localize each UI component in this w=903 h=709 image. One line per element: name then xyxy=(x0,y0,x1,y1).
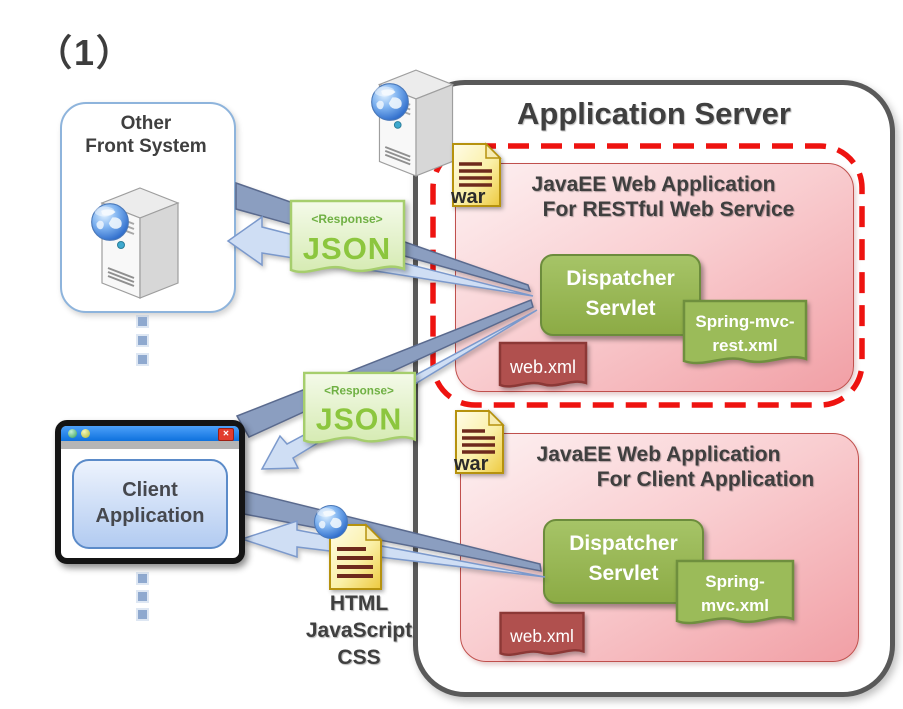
server-icon xyxy=(100,187,180,299)
dispatcher-label-line2: Servlet xyxy=(588,562,659,585)
browser-toolbar-strip xyxy=(61,441,239,449)
client-web-app-title-line1: JavaEE Web Application xyxy=(536,443,781,466)
json-label: JSON xyxy=(316,404,402,437)
dispatcher-servlet-box: Dispatcher Servlet xyxy=(543,519,704,604)
globe-icon xyxy=(91,203,129,241)
client-application-panel: Client Application xyxy=(72,459,228,549)
response-tag: <Response> xyxy=(324,384,394,397)
browser-button-yellow-icon xyxy=(81,429,90,438)
web-xml-label: web.xml xyxy=(509,626,574,646)
browser-titlebar: ✕ xyxy=(61,426,239,441)
spring-config-line1: Spring- xyxy=(705,572,765,591)
client-browser-window: ✕ Client Application xyxy=(55,420,245,564)
ellipsis-dot xyxy=(138,317,147,326)
application-server-title: Application Server xyxy=(517,96,791,131)
globe-icon xyxy=(314,505,348,539)
client-web-app-title-line2: For Client Application xyxy=(596,468,815,491)
figure-label: （1） xyxy=(36,32,135,73)
client-application-line2: Application xyxy=(95,505,205,527)
spring-mvc-rest-xml-ribbon: Spring-mvc- rest.xml xyxy=(682,299,808,365)
ellipsis-dot xyxy=(138,355,147,364)
dispatcher-label-line1: Dispatcher xyxy=(566,267,675,290)
spring-mvc-xml-ribbon: Spring- mvc.xml xyxy=(675,559,795,625)
restful-app-boundary xyxy=(430,143,865,408)
war-file-icon: war xyxy=(448,141,506,209)
restful-app-title-line2: For RESTful Web Service xyxy=(542,198,795,221)
dispatcher-servlet-box: Dispatcher Servlet xyxy=(540,254,701,336)
dispatcher-label-line1: Dispatcher xyxy=(569,532,678,555)
ellipsis-dot xyxy=(138,610,147,619)
globe-icon xyxy=(371,83,409,121)
static-resource-html: HTML xyxy=(329,592,389,615)
json-response-ribbon: <Response> JSON xyxy=(289,199,406,274)
other-front-system-title: Other Front System xyxy=(60,112,232,158)
static-resource-css: CSS xyxy=(337,646,381,669)
web-xml-ribbon: web.xml xyxy=(499,611,585,656)
web-xml-ribbon: web.xml xyxy=(498,341,588,388)
spring-config-line1: Spring-mvc- xyxy=(695,312,794,331)
static-resources-label: HTML JavaScript CSS xyxy=(296,590,422,671)
client-application-line1: Client xyxy=(122,479,178,501)
static-resource-javascript: JavaScript xyxy=(305,619,413,642)
war-label: war xyxy=(451,186,486,208)
other-front-system-title-line1: Other xyxy=(120,113,172,134)
restful-app-title-line1: JavaEE Web Application xyxy=(531,173,776,196)
json-response-ribbon: <Response> JSON xyxy=(303,371,416,444)
response-tag: <Response> xyxy=(311,212,382,226)
json-label: JSON xyxy=(303,231,391,266)
spring-config-line2: rest.xml xyxy=(712,336,777,355)
browser-button-green-icon xyxy=(68,429,77,438)
other-front-system-title-line2: Front System xyxy=(85,136,207,157)
war-label: war xyxy=(454,453,489,475)
browser-close-icon: ✕ xyxy=(218,428,234,441)
dispatcher-label-line2: Servlet xyxy=(585,297,656,320)
web-xml-label: web.xml xyxy=(509,357,576,377)
ellipsis-dot xyxy=(138,574,147,583)
ellipsis-dot xyxy=(138,592,147,601)
war-file-icon: war xyxy=(451,408,509,476)
spring-config-line2: mvc.xml xyxy=(701,596,769,615)
ellipsis-dot xyxy=(138,336,147,345)
